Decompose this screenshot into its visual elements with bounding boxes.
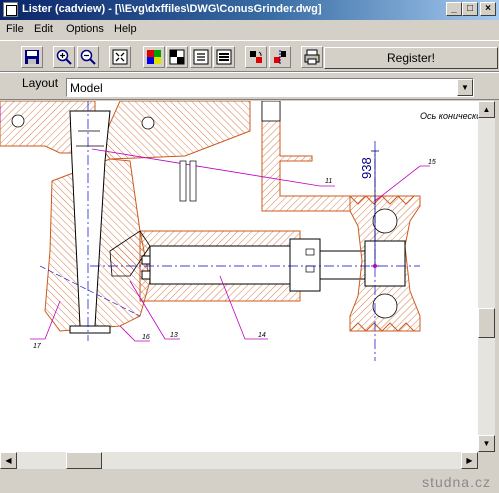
vertical-scrollbar[interactable]: ▲ ▼ <box>478 101 495 452</box>
arrow-down-icon: ▼ <box>482 439 491 448</box>
callout-11: 11 <box>325 178 332 185</box>
scroll-up-button[interactable]: ▲ <box>478 101 495 118</box>
title-bar: Lister (cadview) - [\\Evg\dxffiles\DWG\C… <box>0 0 499 20</box>
scroll-down-button[interactable]: ▼ <box>478 435 495 452</box>
scroll-right-button[interactable]: ▶ <box>461 452 478 469</box>
black-white-icon <box>169 49 185 65</box>
minimize-button[interactable]: _ <box>446 2 462 16</box>
zoom-out-button[interactable] <box>77 46 99 68</box>
text-list-icon <box>193 49 209 65</box>
window-title: Lister (cadview) - [\\Evg\dxffiles\DWG\C… <box>22 3 322 15</box>
layout-label: Layout <box>22 76 59 90</box>
layers-list-icon <box>216 49 232 65</box>
zoom-out-icon <box>80 49 96 65</box>
fit-to-window-button[interactable] <box>109 46 131 68</box>
drawing-canvas[interactable]: 11 15 14 16 13 17 938 Ось коническо <box>0 101 478 452</box>
callout-16: 16 <box>142 334 150 341</box>
color-mode-button[interactable] <box>143 46 165 68</box>
horizontal-scroll-thumb[interactable] <box>66 452 102 469</box>
menu-bar: File Edit Options Help <box>0 20 499 39</box>
print-icon <box>304 49 320 65</box>
arrow-left-icon: ◀ <box>5 456 12 465</box>
zoom-in-button[interactable] <box>53 46 75 68</box>
menu-help[interactable]: Help <box>114 23 137 35</box>
scroll-left-button[interactable]: ◀ <box>0 452 17 469</box>
color-icon <box>147 50 161 64</box>
menu-edit[interactable]: Edit <box>34 23 53 35</box>
horizontal-scrollbar[interactable]: ◀ ▶ <box>0 452 478 469</box>
toolbar: Register! <box>0 40 499 72</box>
save-button[interactable] <box>21 46 43 68</box>
mirror-icon <box>274 50 286 64</box>
drawing-title-fragment: Ось коническо <box>420 111 478 121</box>
callout-13: 13 <box>170 332 178 339</box>
register-button[interactable]: Register! <box>324 47 498 69</box>
chevron-down-icon: ▼ <box>461 83 469 92</box>
dimension-938: 938 <box>359 157 374 179</box>
close-button[interactable]: × <box>480 2 496 16</box>
text-list-button[interactable] <box>190 46 212 68</box>
rotate-icon <box>250 51 262 63</box>
print-button[interactable] <box>301 46 323 68</box>
mirror-button[interactable] <box>269 46 291 68</box>
rotate-button[interactable] <box>245 46 267 68</box>
save-icon <box>25 50 39 64</box>
arrow-right-icon: ▶ <box>466 456 473 465</box>
zoom-in-icon <box>56 49 72 65</box>
fit-icon <box>112 49 128 65</box>
callout-15: 15 <box>428 159 436 166</box>
menu-file[interactable]: File <box>6 23 24 35</box>
vertical-scroll-thumb[interactable] <box>478 308 495 338</box>
watermark: studna.cz <box>422 474 491 490</box>
layout-selected-value: Model <box>70 81 103 95</box>
arrow-up-icon: ▲ <box>482 105 491 114</box>
black-white-button[interactable] <box>166 46 188 68</box>
scrollbar-corner <box>478 452 495 469</box>
layers-list-button[interactable] <box>213 46 235 68</box>
app-icon[interactable] <box>3 2 18 17</box>
maximize-button[interactable]: □ <box>462 2 478 16</box>
cad-drawing: 11 15 14 16 13 17 938 Ось коническо <box>0 101 478 361</box>
callout-14: 14 <box>258 332 266 339</box>
layout-select[interactable]: Model ▼ <box>66 78 474 97</box>
layout-dropdown-button[interactable]: ▼ <box>457 79 473 96</box>
callout-17: 17 <box>33 343 42 350</box>
layout-bar: Layout Model ▼ <box>0 72 499 100</box>
status-bar <box>0 470 499 493</box>
menu-options[interactable]: Options <box>66 23 104 35</box>
